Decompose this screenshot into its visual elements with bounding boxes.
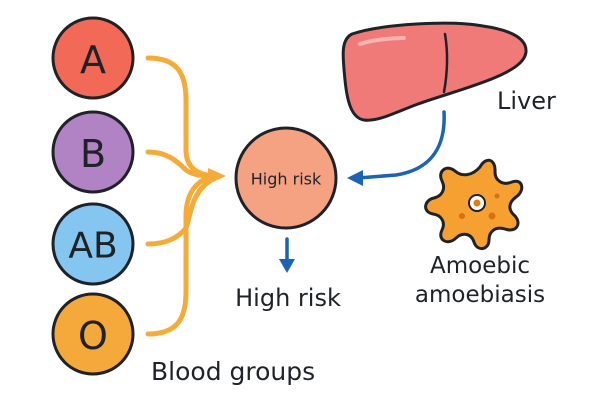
blood-group-a: A: [51, 16, 135, 100]
blood-group-o-letter: O: [78, 314, 108, 358]
blood-group-b-circle: [51, 110, 135, 194]
center-node: High risk: [234, 126, 338, 230]
liver-arrow: [347, 110, 446, 186]
down-arrow: [279, 237, 295, 273]
blood-group-a-circle: [51, 16, 135, 100]
blood-group-connectors: [145, 55, 223, 337]
blood-group-ab: AB: [51, 202, 135, 286]
blood-group-ab-letter: AB: [68, 226, 117, 267]
blood-group-b-letter: B: [80, 132, 106, 176]
connector-a: [145, 55, 221, 179]
blood-group-a-letter: A: [80, 38, 106, 82]
outcome-label: High risk: [235, 284, 341, 312]
blood-groups-caption: Blood groups: [151, 357, 315, 386]
blood-group-b: B: [51, 110, 135, 194]
blood-group-o-circle: [51, 292, 135, 376]
center-node-circle: [234, 126, 338, 230]
center-node-label: High risk: [251, 170, 322, 189]
liver-icon: [341, 21, 528, 122]
connector-arrowhead: [208, 168, 226, 184]
amoeba-label-line1: Amoebic: [430, 253, 530, 279]
blood-group-o: O: [51, 292, 135, 376]
liver-label: Liver: [497, 87, 556, 115]
amoeba-icon: [424, 158, 524, 250]
blood-group-ab-circle: [51, 202, 135, 286]
connector-o: [145, 173, 223, 337]
amoeba-label-line2: amoebiasis: [415, 282, 545, 308]
